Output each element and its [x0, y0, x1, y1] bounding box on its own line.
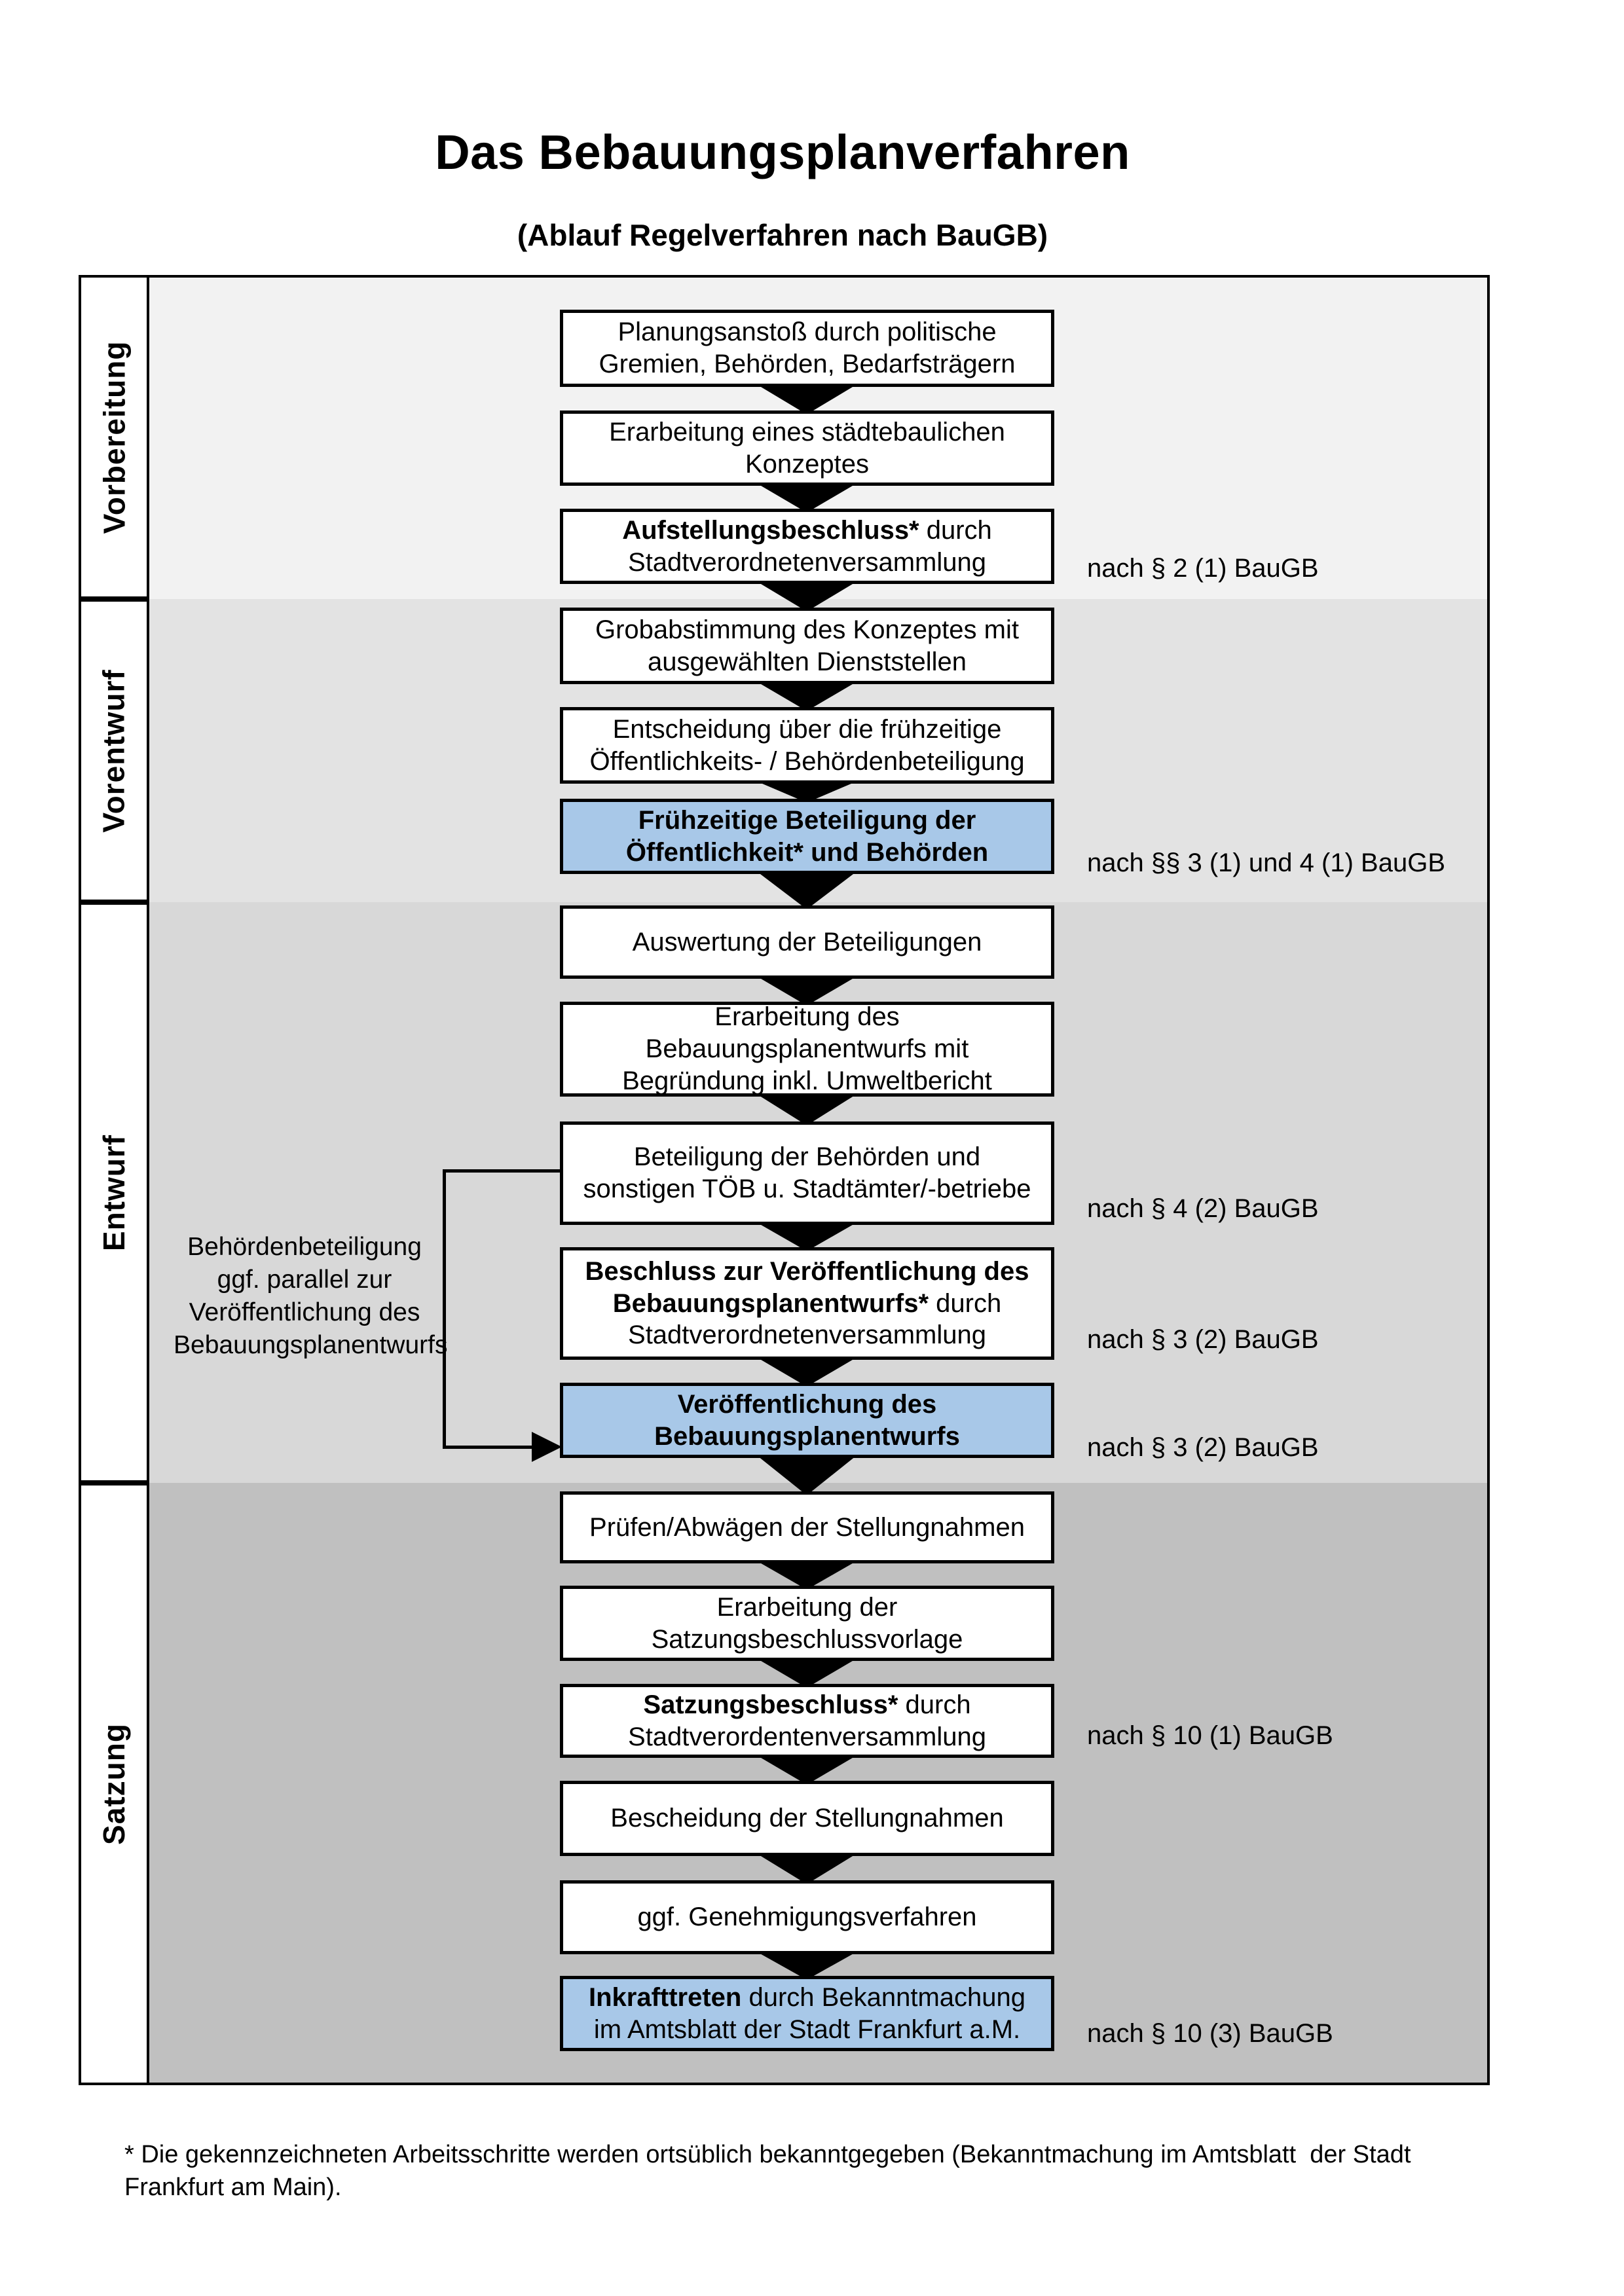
law-reference: nach § 10 (3) BauGB — [1087, 2019, 1333, 2048]
phase-label-satzung: Satzung — [79, 1483, 149, 2085]
phase-label-text: Satzung — [97, 1723, 132, 1845]
flow-box-text: Auswertung der Beteiligungen — [632, 927, 982, 957]
page-title: Das Bebauungsplanverfahren — [435, 125, 1130, 179]
law-reference: nach § 10 (1) BauGB — [1087, 1721, 1333, 1750]
flow-box-text: Bescheidung der Stellungnahmen — [610, 1804, 1004, 1833]
flow-box-15: Bescheidung der Stellungnahmen — [560, 1781, 1054, 1856]
phase-label-vorbereitung: Vorbereitung — [79, 275, 149, 599]
parallel-connector-line — [443, 1446, 536, 1449]
side-note: Behördenbeteiligung ggf. parallel zur Ve… — [174, 1233, 448, 1359]
law-reference: nach § 2 (1) BauGB — [1087, 554, 1319, 583]
flow-box-text: Prüfen/Abwägen der Stellungnahmen — [589, 1512, 1025, 1542]
phase-label-entwurf: Entwurf — [79, 902, 149, 1483]
flow-box-16: ggf. Genehmigungsverfahren — [560, 1880, 1054, 1954]
flow-box-7: Auswertung der Beteiligungen — [560, 905, 1054, 979]
parallel-connector-line — [443, 1169, 446, 1449]
flow-box-12: Prüfen/Abwägen der Stellungnahmen — [560, 1491, 1054, 1563]
law-reference: nach §§ 3 (1) und 4 (1) BauGB — [1087, 848, 1445, 877]
phase-label-text: Vorentwurf — [97, 668, 131, 833]
phase-label-vorentwurf: Vorentwurf — [79, 599, 149, 902]
law-reference: nach § 4 (2) BauGB — [1087, 1194, 1319, 1223]
footnote: * Die gekennzeichneten Arbeitsschritte w… — [124, 2141, 1411, 2202]
law-reference: nach § 3 (2) BauGB — [1087, 1325, 1319, 1354]
phase-label-text: Entwurf — [97, 1134, 132, 1251]
phase-label-text: Vorbereitung — [97, 340, 132, 534]
parallel-connector-line — [443, 1169, 561, 1173]
law-reference: nach § 3 (2) BauGB — [1087, 1433, 1319, 1462]
flow-box-text: ggf. Genehmigungsverfahren — [637, 1903, 977, 1932]
page-subtitle: (Ablauf Regelverfahren nach BauGB) — [517, 218, 1048, 252]
